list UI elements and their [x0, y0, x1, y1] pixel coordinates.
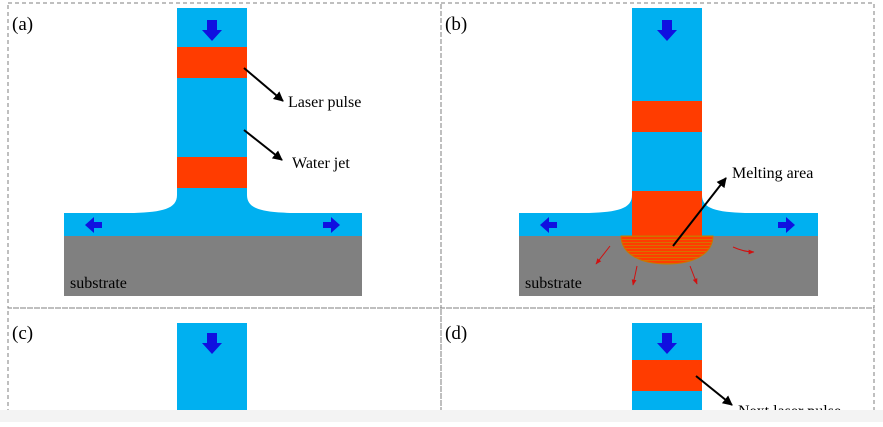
- panel-a: (a) Laser pulse Water jet substrate: [12, 8, 362, 296]
- melting-area-label: Melting area: [732, 165, 813, 182]
- panel-label: (c): [12, 323, 33, 344]
- substrate: [64, 236, 362, 296]
- laser-pulse-label: Laser pulse: [288, 94, 361, 111]
- laser-pulse-lower: [632, 191, 702, 236]
- panel-b: (b) Melting area substrate: [445, 8, 818, 296]
- panel-c: (c): [12, 323, 247, 422]
- bottom-strip: [0, 410, 883, 422]
- panel-d: (d) Next laser pulse: [445, 323, 841, 422]
- substrate-label: substrate: [70, 275, 127, 292]
- arrow-icon: [540, 217, 557, 233]
- spark-arrow-icon: [631, 265, 638, 286]
- panel-frames: [7, 2, 875, 427]
- substrate-label: substrate: [525, 275, 582, 292]
- arrow-icon: [657, 20, 677, 41]
- panel-label: (d): [445, 323, 467, 344]
- arrow-icon: [778, 217, 795, 233]
- melting-area: [620, 235, 714, 265]
- arrow-icon: [657, 333, 677, 354]
- pointer-arrow-icon: [672, 177, 727, 247]
- spark-arrows: [595, 245, 755, 286]
- arrow-icon: [202, 333, 222, 354]
- panel-a-frame: [7, 2, 442, 309]
- spark-arrow-icon: [732, 246, 755, 255]
- arrow-icon: [323, 217, 340, 233]
- panel-d-frame: [440, 307, 875, 427]
- pointer-arrow-icon: [695, 375, 733, 406]
- panel-label: (b): [445, 14, 467, 35]
- arrow-icon: [85, 217, 102, 233]
- laser-pulse-upper: [177, 47, 247, 78]
- pointer-arrow-icon: [243, 67, 284, 102]
- next-laser-pulse: [632, 360, 702, 391]
- laser-pulse-lower: [177, 157, 247, 188]
- spark-arrow-icon: [689, 265, 698, 285]
- spark-arrow-icon: [595, 245, 611, 265]
- panel-label: (a): [12, 14, 33, 35]
- arrow-icon: [202, 20, 222, 41]
- laser-pulse-upper: [632, 101, 702, 132]
- pointer-arrow-icon: [243, 129, 283, 161]
- water-jet-label: Water jet: [292, 155, 350, 172]
- panel-b-frame: [440, 2, 875, 309]
- water-jet: [64, 8, 362, 236]
